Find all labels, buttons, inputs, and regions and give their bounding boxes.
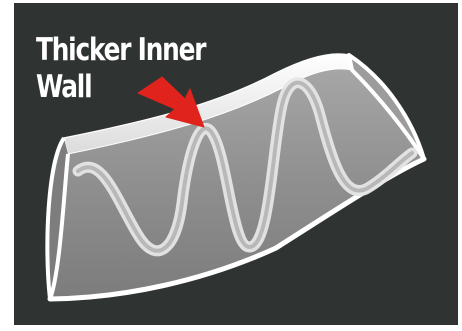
callout-label-line-2: Wall (36, 70, 91, 104)
callout-label-line-1: Thicker Inner (36, 33, 205, 67)
diagram-frame: Thicker Inner Wall (14, 3, 458, 325)
